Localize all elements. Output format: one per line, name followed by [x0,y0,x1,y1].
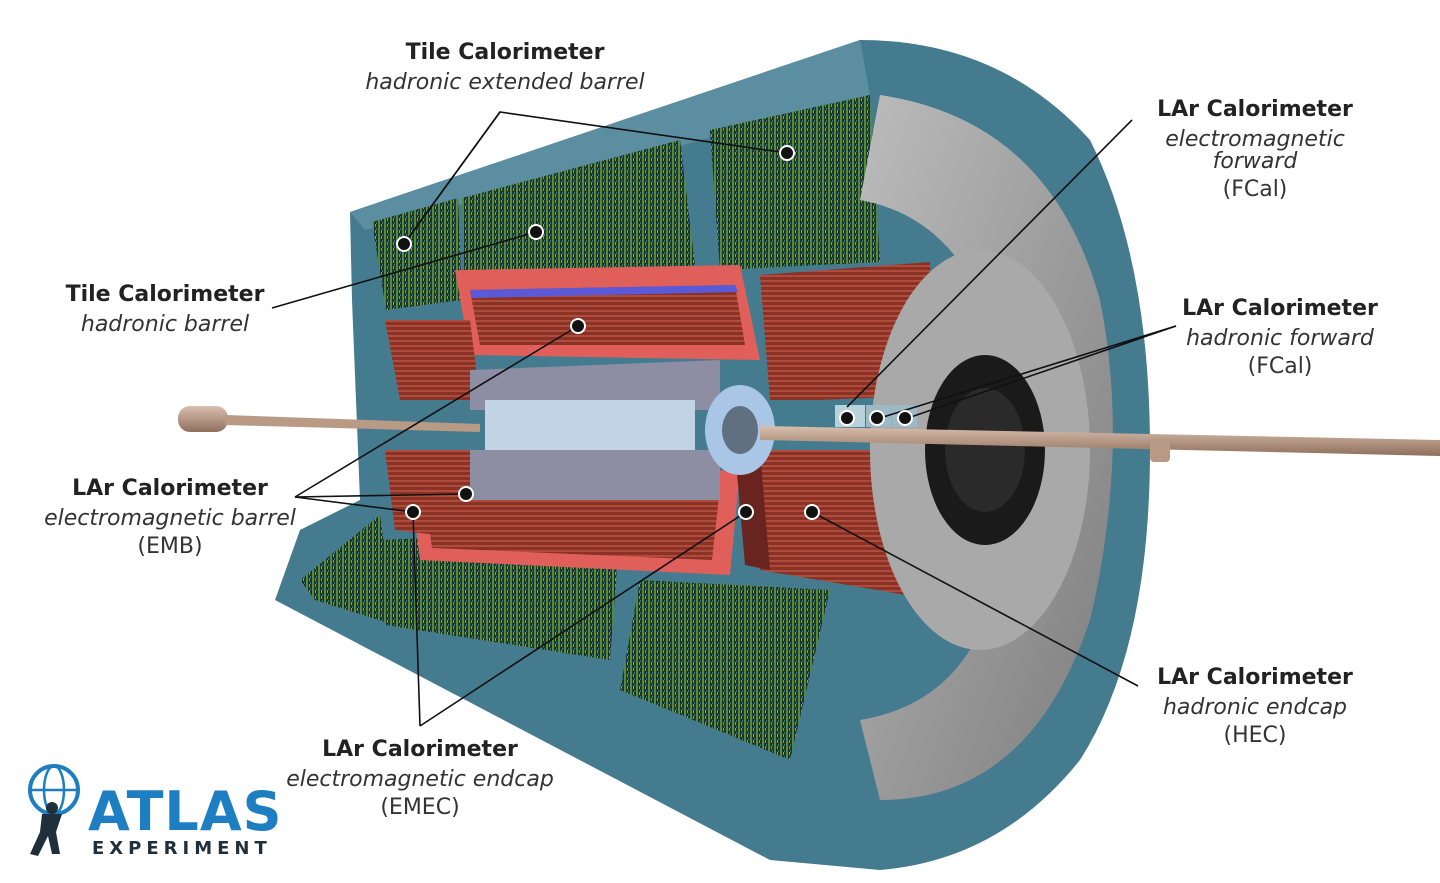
inner-detector [470,360,775,500]
label-abbr: (FCal) [1222,177,1288,202]
label-lar-em-forward: LAr Calorimeter electromagnetic forward … [1120,99,1390,201]
label-abbr: (FCal) [1247,354,1313,379]
label-subtitle: hadronic forward [1186,326,1374,351]
label-abbr: (EMEC) [380,795,460,820]
label-abbr: (HEC) [1223,723,1287,748]
beam-pipe [178,406,1440,462]
label-subtitle: hadronic extended barrel [365,70,645,95]
label-title: LAr Calorimeter [1157,665,1353,690]
label-subtitle: hadronic barrel [80,312,250,337]
atlas-globe-icon [28,764,80,856]
label-subtitle: hadronic endcap [1162,695,1348,720]
logo-sub: EXPERIMENT [92,838,272,859]
label-tile-barrel: Tile Calorimeter hadronic barrel [30,284,300,342]
label-lar-hadronic-forward: LAr Calorimeter hadronic forward (FCal) [1150,298,1410,378]
tile-calorimeter-upper [372,95,880,310]
label-title: LAr Calorimeter [72,476,268,501]
callout-dots [396,145,913,520]
label-tile-extended-barrel: Tile Calorimeter hadronic extended barre… [350,42,660,100]
callout-lines [271,111,1177,727]
label-title: LAr Calorimeter [322,737,518,762]
label-lar-em-endcap: LAr Calorimeter electromagnetic endcap (… [280,739,560,819]
label-lar-hadronic-endcap: LAr Calorimeter hadronic endcap (HEC) [1130,667,1380,747]
atlas-logo: ATLAS EXPERIMENT [22,762,282,862]
label-abbr: (EMB) [137,534,203,559]
label-subtitle: electromagnetic barrel [44,506,296,531]
label-lar-em-barrel: LAr Calorimeter electromagnetic barrel (… [30,478,310,558]
label-title: Tile Calorimeter [65,282,265,307]
label-title: LAr Calorimeter [1182,296,1378,321]
label-title: Tile Calorimeter [405,40,605,65]
label-subtitle: electromagnetic forward [1165,127,1345,174]
logo-word: ATLAS [88,780,283,843]
label-subtitle: electromagnetic endcap [286,767,554,792]
label-title: LAr Calorimeter [1157,97,1353,122]
